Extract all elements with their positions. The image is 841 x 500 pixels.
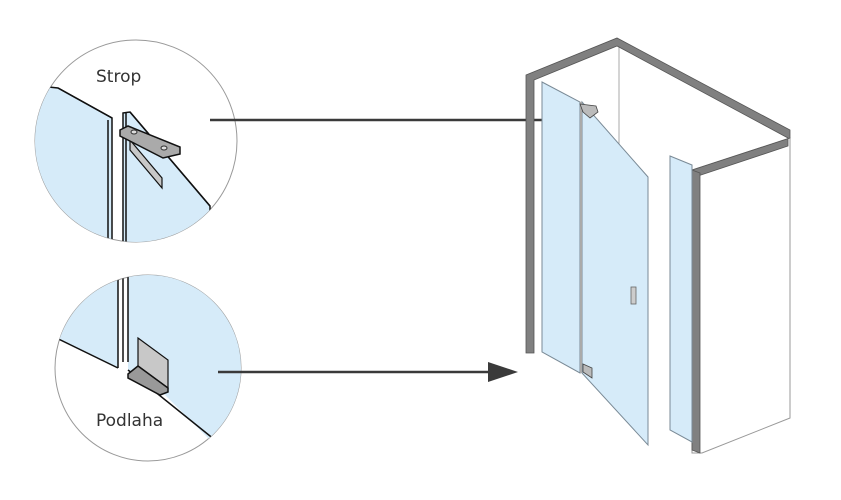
top-hinge-icon [579, 103, 599, 119]
bottom-hinge-icon [582, 363, 593, 379]
label-podlaha: Podlaha [96, 411, 163, 431]
label-strop: Strop [96, 67, 141, 87]
arrow-to-bottom-hinge [218, 362, 518, 382]
fixed-glass-panel-left [541, 81, 581, 374]
ceiling-bracket-icon [119, 125, 181, 190]
ceiling-detail-circle: Strop [34, 39, 238, 243]
fixed-glass-panel-right [669, 155, 693, 443]
glass-door [581, 100, 649, 447]
shower-enclosure [525, 37, 791, 454]
arrow-to-top-hinge [210, 110, 572, 130]
floor-bracket-icon [127, 336, 169, 396]
door-handle-icon [630, 286, 637, 305]
floor-detail-circle: Podlaha [54, 274, 242, 462]
